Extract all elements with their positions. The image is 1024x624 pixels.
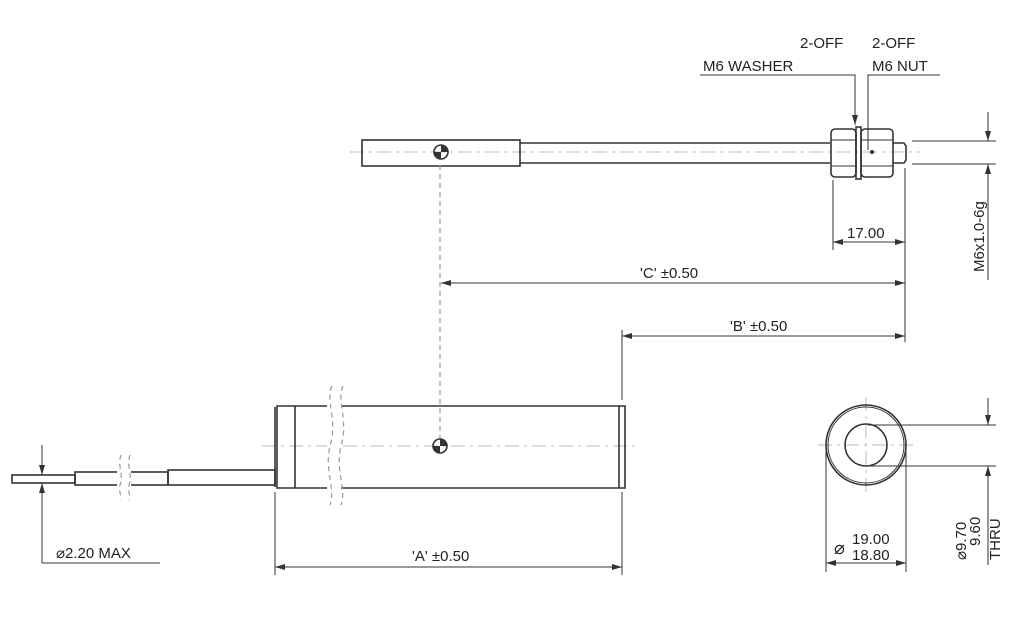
dim-a: 'A' ±0.50 — [412, 548, 469, 565]
dim-id-note: THRU — [987, 518, 1004, 560]
nut-label: M6 NUT — [872, 58, 928, 75]
dim-od-symbol: ⌀ — [834, 538, 845, 558]
side-view-threaded-rod — [350, 126, 920, 180]
dim-b: 'B' ±0.50 — [730, 318, 787, 335]
center-mark-icon — [432, 438, 448, 454]
dim-c: 'C' ±0.50 — [640, 265, 698, 282]
dim-17: 17.00 — [847, 225, 885, 242]
dim-id-min: 9.60 — [967, 517, 984, 546]
side-view-body — [11, 385, 640, 506]
dim-od-max: 19.00 — [852, 531, 890, 548]
nut-assembly — [830, 126, 894, 180]
dim-od-min: 18.80 — [852, 547, 890, 564]
nut-qty: 2-OFF — [872, 35, 915, 52]
center-mark-icon — [433, 144, 449, 160]
dim-id-max: ⌀9.70 — [953, 522, 970, 560]
washer-label: M6 WASHER — [703, 58, 793, 75]
thread-spec: M6x1.0-6g — [971, 201, 988, 272]
end-view — [818, 397, 915, 493]
washer-qty: 2-OFF — [800, 35, 843, 52]
dim-cable-dia: ⌀2.20 MAX — [56, 545, 131, 562]
